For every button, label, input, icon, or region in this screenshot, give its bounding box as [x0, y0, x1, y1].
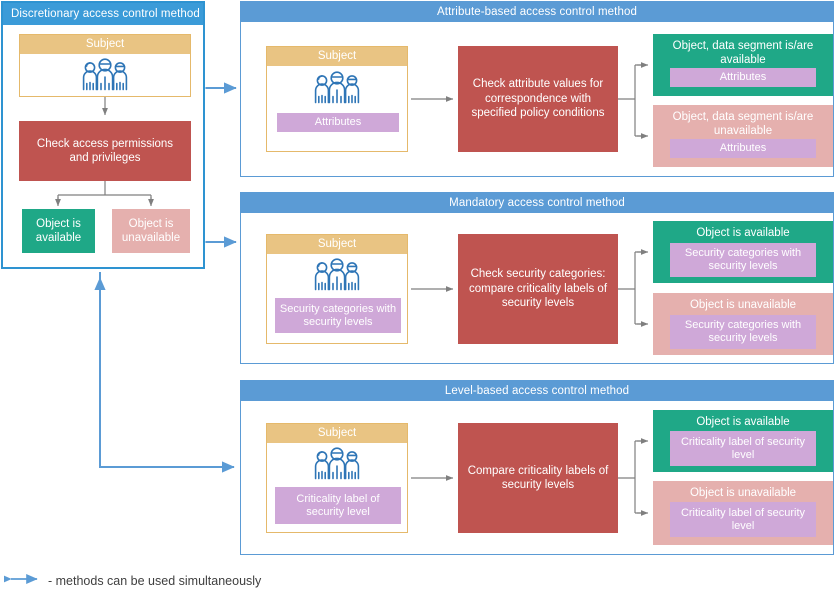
subject-chip-criticality-label: Criticality label of security level — [275, 487, 401, 524]
outcome-label: Object, data segment is/are unavailable — [672, 111, 814, 137]
outcome-chip-criticality-label: Criticality label of security level — [670, 502, 816, 537]
connector-discretionary-levelbased — [94, 272, 235, 473]
outcome-object-available: Object, data segment is/are available At… — [653, 34, 833, 96]
panel-mandatory-header: Mandatory access control method — [241, 193, 833, 213]
subject-card-discretionary: Subject — [19, 34, 191, 97]
outcome-chip-criticality-label: Criticality label of security level — [670, 431, 816, 466]
people-group-icon — [309, 71, 365, 112]
outcome-chip-security-categories: Security categories with security levels — [670, 243, 816, 277]
subject-inner: Attributes — [267, 66, 407, 151]
outcome-chip-security-categories: Security categories with security levels — [670, 315, 816, 349]
process-check-security-categories: Check security categories: compare criti… — [458, 234, 618, 344]
panel-attribute-based-access-control: Attribute-based access control method Su… — [240, 1, 834, 177]
subject-inner: Criticality label of security level — [267, 443, 407, 532]
outcome-label: Object is unavailable — [689, 299, 797, 311]
outcome-object-available: Object is available Criticality label of… — [653, 410, 833, 472]
double-headed-arrow-icon — [0, 572, 44, 590]
subject-card-mandatory: Subject — [266, 234, 408, 344]
panel-discretionary-access-control: Discretionary access control method Subj… — [1, 1, 205, 269]
subject-title: Subject — [267, 424, 407, 443]
outcome-label: Object is available — [696, 416, 790, 428]
outcome-label: Object is available — [696, 227, 790, 239]
subject-chip-attributes: Attributes — [277, 113, 399, 132]
outcome-chip-attributes: Attributes — [670, 68, 816, 87]
subject-inner — [20, 54, 190, 96]
subject-title: Subject — [267, 235, 407, 254]
panel-level-based-header: Level-based access control method — [241, 381, 833, 401]
result-object-available: Object is available — [22, 209, 95, 253]
outcome-object-available: Object is available Security categories … — [653, 221, 833, 283]
outcome-object-unavailable: Object is unavailable Criticality label … — [653, 481, 833, 545]
people-group-icon — [309, 447, 365, 488]
process-compare-criticality-labels: Compare criticality labels of security l… — [458, 423, 618, 533]
legend: - methods can be used simultaneously — [0, 572, 262, 590]
outcome-object-unavailable: Object is unavailable Security categorie… — [653, 293, 833, 355]
panel-discretionary-header: Discretionary access control method — [3, 3, 203, 25]
process-check-attribute-values: Check attribute values for correspondenc… — [458, 46, 618, 152]
legend-text: - methods can be used simultaneously — [48, 574, 262, 588]
outcome-label: Object is unavailable — [689, 487, 797, 499]
subject-card-level-based: Subject — [266, 423, 408, 533]
panel-discretionary-body: Subject — [3, 25, 203, 269]
panel-attribute-based-body: Subject — [241, 22, 833, 176]
subject-inner: Security categories with security levels — [267, 254, 407, 343]
people-group-icon — [309, 258, 365, 299]
subject-title: Subject — [267, 47, 407, 66]
people-group-icon — [77, 58, 133, 99]
process-check-access-permissions: Check access permissions and privileges — [19, 121, 191, 181]
panel-level-based-body: Subject — [241, 401, 833, 554]
outcome-object-unavailable: Object, data segment is/are unavailable … — [653, 105, 833, 167]
subject-chip-security-categories: Security categories with security levels — [275, 298, 401, 333]
panel-level-based-access-control: Level-based access control method Subjec… — [240, 380, 834, 555]
subject-card-attribute-based: Subject — [266, 46, 408, 152]
subject-title: Subject — [20, 35, 190, 54]
outcome-label: Object, data segment is/are available — [672, 40, 814, 66]
panel-mandatory-access-control: Mandatory access control method Subject — [240, 192, 834, 364]
panel-mandatory-body: Subject — [241, 213, 833, 363]
result-object-unavailable: Object is unavailable — [112, 209, 190, 253]
outcome-chip-attributes: Attributes — [670, 139, 816, 158]
panel-attribute-based-header: Attribute-based access control method — [241, 2, 833, 22]
